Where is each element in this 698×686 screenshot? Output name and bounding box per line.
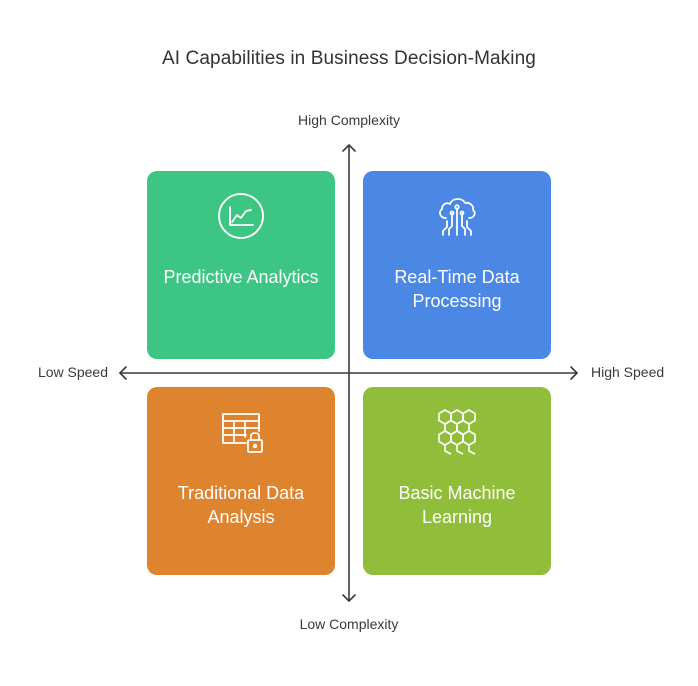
axis-label-low-speed: Low Speed: [37, 364, 108, 380]
locked-table-icon: [222, 413, 263, 453]
quadrant-label: Predictive Analytics: [163, 267, 319, 287]
axis-label-low-complexity: Low Complexity: [299, 616, 399, 632]
cloud-circuit-icon: [439, 198, 476, 236]
arrow-up-icon: [342, 144, 356, 152]
line-chart-icon: [218, 193, 264, 239]
quadrant-card-predictive-analytics: Predictive Analytics: [147, 171, 335, 359]
axis-label-high-complexity: High Complexity: [298, 112, 400, 128]
diagram-title: AI Capabilities in Business Decision-Mak…: [162, 48, 536, 69]
quadrant-card-real-time-data-processing: Real-Time Data Processing: [363, 171, 551, 359]
arrow-left-icon: [119, 366, 127, 380]
quadrant-card-traditional-data-analysis: Traditional Data Analysis: [147, 387, 335, 575]
quadrant-label: Real-Time Data Processing: [394, 267, 520, 311]
quadrant-label: Traditional Data Analysis: [177, 483, 305, 527]
arrow-right-icon: [570, 366, 578, 380]
hexagon-network-icon: [438, 409, 476, 455]
axis-label-high-speed: High Speed: [591, 364, 665, 380]
arrow-down-icon: [342, 594, 356, 602]
quadrant-card-basic-machine-learning: Basic Machine Learning: [363, 387, 551, 575]
quadrant-label: Basic Machine Learning: [398, 483, 516, 527]
